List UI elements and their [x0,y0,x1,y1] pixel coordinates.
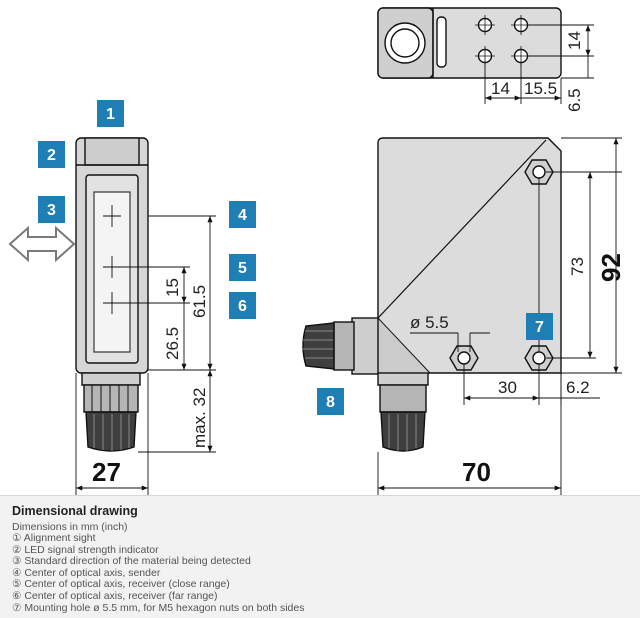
material-direction-arrow [8,225,76,263]
dim-side-max-32: max. 32 [190,388,209,448]
dim-side-27: 27 [92,457,121,487]
legend-list: ① Alignment sight ② LED signal strength … [12,532,305,614]
badge-3: 3 [38,196,65,223]
dim-front-92: 92 [596,253,626,282]
dimensional-drawing: 14 6.5 14 15.5 [8,7,626,495]
legend-item: ① Alignment sight [12,532,96,544]
dim-top-15-5: 15.5 [524,79,557,98]
dim-front-73: 73 [568,257,587,276]
legend-item: ④ Center of optical axis, sender [12,566,161,579]
svg-text:7: 7 [535,319,544,336]
legend-item: ⑦ Mounting hole ø 5.5 mm, for M5 hexagon… [12,601,305,614]
dim-top-14-horizontal: 14 [491,79,510,98]
caption-title: Dimensional drawing [12,504,138,518]
svg-text:1: 1 [106,106,115,123]
caption-subtitle: Dimensions in mm (inch) [12,521,128,533]
badge-8: 8 [317,388,344,415]
badge-7: 7 [526,313,553,340]
badge-5: 5 [229,254,256,281]
front-view [302,137,622,495]
badge-1: 1 [97,100,124,127]
svg-text:6: 6 [238,298,247,315]
legend-item: ③ Standard direction of the material bei… [12,555,251,568]
badge-6: 6 [229,292,256,319]
top-view [377,7,594,104]
badge-4: 4 [229,201,256,228]
svg-text:4: 4 [238,207,247,224]
dim-front-hole-diameter: ø 5.5 [410,313,449,332]
badge-2: 2 [38,141,65,168]
svg-text:3: 3 [47,202,56,219]
dim-side-61-5: 61.5 [190,285,209,318]
dim-front-6-2: 6.2 [566,378,590,397]
dim-top-14-vertical: 14 [565,31,584,50]
dim-side-26-5: 26.5 [163,327,182,360]
svg-text:2: 2 [47,147,56,164]
side-view [75,137,216,495]
dim-front-70: 70 [462,457,491,487]
dim-side-15: 15 [163,278,182,297]
legend-item: ⑤ Center of optical axis, receiver (clos… [12,578,230,591]
dim-front-30: 30 [498,378,517,397]
legend-item: ② LED signal strength indicator [12,543,159,556]
dim-top-6-5: 6.5 [565,88,584,112]
caption-panel: Dimensional drawing Dimensions in mm (in… [0,495,640,618]
svg-text:5: 5 [238,260,247,277]
svg-text:8: 8 [326,394,335,411]
legend-item: ⑥ Center of optical axis, receiver (far … [12,589,218,602]
